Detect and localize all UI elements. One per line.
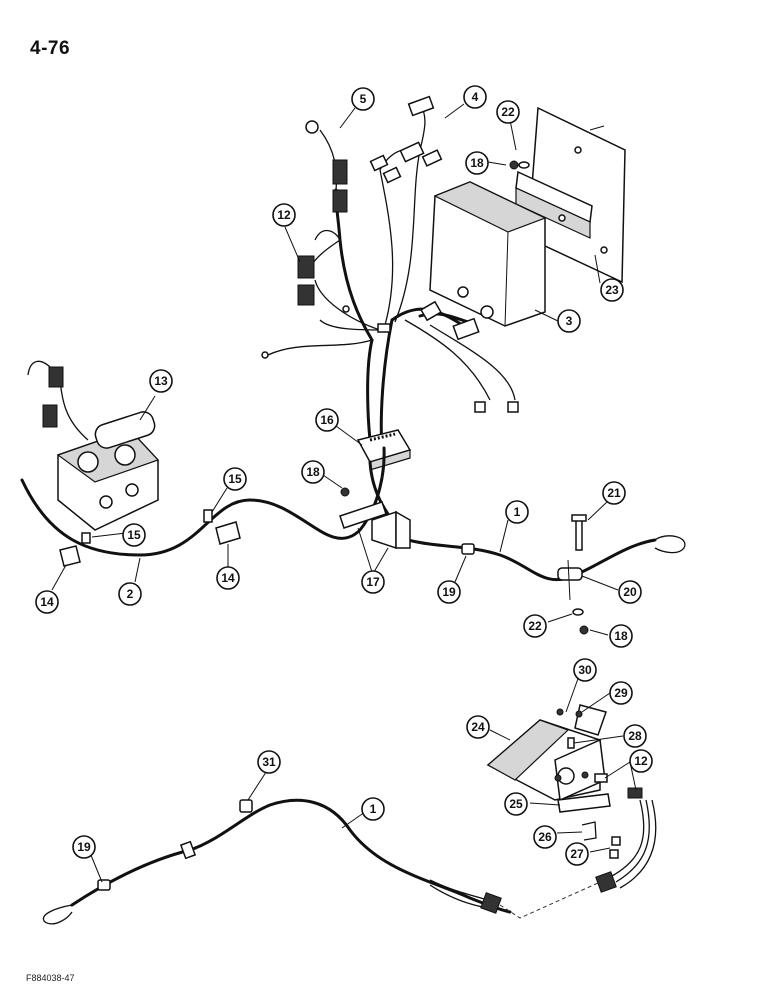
page-title: 4-76 — [30, 38, 71, 59]
callout-3: 3 — [557, 309, 581, 333]
svg-text:15: 15 — [127, 528, 141, 542]
svg-text:19: 19 — [442, 585, 456, 599]
svg-text:22: 22 — [528, 619, 542, 633]
callout-28: 28 — [623, 724, 647, 748]
svg-text:23: 23 — [605, 283, 619, 297]
svg-text:2: 2 — [127, 587, 134, 601]
callout-20: 20 — [618, 580, 642, 604]
svg-text:30: 30 — [578, 663, 592, 677]
callout-15-upper: 15 — [223, 467, 247, 491]
callout-23: 23 — [600, 278, 624, 302]
callout-5: 5 — [351, 87, 375, 111]
svg-text:13: 13 — [154, 374, 168, 388]
callout-18-mid: 18 — [301, 460, 325, 484]
svg-text:29: 29 — [614, 686, 628, 700]
svg-text:18: 18 — [306, 465, 320, 479]
callout-21: 21 — [602, 481, 626, 505]
callout-19-lower: 19 — [72, 835, 96, 859]
callout-13: 13 — [149, 369, 173, 393]
callout-14-left: 14 — [35, 590, 59, 614]
callout-18-top: 18 — [465, 151, 489, 175]
callout-19-upper: 19 — [437, 580, 461, 604]
svg-text:12: 12 — [277, 208, 291, 222]
svg-text:15: 15 — [228, 472, 242, 486]
svg-text:18: 18 — [614, 629, 628, 643]
callout-22-right: 22 — [523, 614, 547, 638]
svg-text:14: 14 — [40, 595, 54, 609]
mounting-bracket — [515, 106, 626, 284]
callout-27: 27 — [565, 842, 589, 866]
svg-text:27: 27 — [570, 847, 584, 861]
upper-wiring-harness — [261, 95, 519, 448]
svg-text:24: 24 — [471, 720, 485, 734]
svg-text:16: 16 — [320, 413, 334, 427]
svg-text:4: 4 — [472, 90, 479, 104]
svg-text:5: 5 — [360, 92, 367, 106]
callout-1-lower: 1 — [361, 797, 385, 821]
callout-15-lower: 15 — [122, 523, 146, 547]
svg-text:22: 22 — [501, 105, 515, 119]
svg-text:25: 25 — [509, 797, 523, 811]
svg-text:20: 20 — [623, 585, 637, 599]
svg-text:17: 17 — [366, 575, 380, 589]
svg-text:1: 1 — [514, 505, 521, 519]
svg-text:28: 28 — [628, 729, 642, 743]
callout-22-top: 22 — [496, 100, 520, 124]
svg-text:1: 1 — [370, 802, 377, 816]
svg-text:18: 18 — [470, 156, 484, 170]
callout-31: 31 — [257, 750, 281, 774]
figure-code: F884038-47 — [26, 973, 75, 983]
svg-text:12: 12 — [634, 754, 648, 768]
switch-assembly — [486, 704, 643, 859]
svg-text:21: 21 — [607, 486, 621, 500]
callout-26: 26 — [533, 825, 557, 849]
callout-14-mid: 14 — [216, 566, 240, 590]
callout-30: 30 — [573, 658, 597, 682]
callout-25: 25 — [504, 792, 528, 816]
callout-4: 4 — [463, 85, 487, 109]
harness-1-upper — [406, 535, 686, 582]
callout-18-right: 18 — [609, 624, 633, 648]
callout-24: 24 — [466, 715, 490, 739]
control-module — [429, 181, 547, 327]
hardware — [59, 160, 589, 635]
svg-text:14: 14 — [221, 571, 235, 585]
hydraulic-valve — [27, 360, 160, 531]
callout-29: 29 — [609, 681, 633, 705]
callout-12-lower: 12 — [629, 749, 653, 773]
callout-12-upper: 12 — [272, 203, 296, 227]
svg-text:3: 3 — [566, 314, 573, 328]
harness-1-lower — [42, 798, 657, 925]
callout-16: 16 — [315, 408, 339, 432]
svg-text:19: 19 — [77, 840, 91, 854]
callout-17: 17 — [361, 570, 385, 594]
callout-2: 2 — [118, 582, 142, 606]
callout-1-upper: 1 — [505, 500, 529, 524]
svg-text:26: 26 — [538, 830, 552, 844]
leader-lines — [51, 103, 637, 883]
svg-text:31: 31 — [262, 755, 276, 769]
